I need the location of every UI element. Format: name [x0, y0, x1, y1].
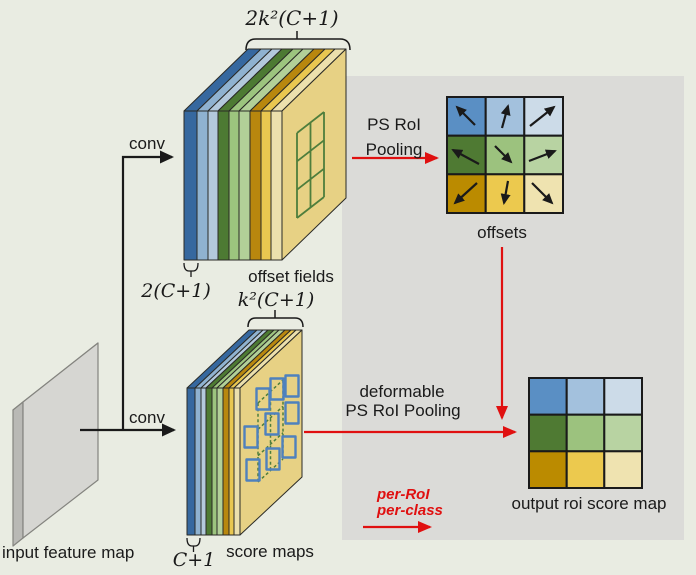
deformable-label-2: PS RoI Pooling	[345, 401, 460, 420]
per-roi-label: per-RoI	[376, 486, 430, 503]
slab-side-face	[12, 401, 24, 547]
brace-offset-depth	[183, 262, 199, 277]
layer-strip-front	[207, 110, 219, 261]
offsets-label: offsets	[477, 223, 527, 242]
score-maps-label: score maps	[226, 542, 314, 561]
offset-depth-label: 2(C+1)	[140, 280, 210, 302]
layer-strip-front	[249, 110, 262, 261]
deformed-bin-icon	[284, 401, 300, 425]
layer-strip-front	[238, 110, 251, 261]
deformed-bin-icon	[245, 458, 261, 482]
output-cell	[603, 377, 643, 416]
roi-grid-icon	[296, 111, 325, 219]
deformed-bin-icon	[281, 435, 297, 459]
output-cell	[528, 413, 568, 453]
deformed-bin-icon	[265, 447, 281, 471]
offset-arrow-left	[451, 149, 480, 165]
output-cell	[603, 450, 643, 489]
layer-strip-front	[183, 110, 198, 261]
brace-top-channels	[245, 31, 351, 51]
offset-arrow-down	[500, 180, 511, 205]
layer-strip-front	[205, 387, 213, 536]
offset-arrow-down-right	[531, 182, 554, 205]
layer-strip-front	[216, 387, 224, 536]
output-cell	[528, 377, 568, 416]
score-depth-label: C+1	[173, 549, 216, 571]
layer-strip-front	[270, 110, 283, 261]
top-stack-channels-label: 2k²(C+1)	[244, 6, 338, 30]
per-class-label: per-class	[376, 502, 443, 519]
offset-fields-stack	[183, 48, 347, 261]
red-arrows	[304, 152, 517, 533]
ps-roi-pooling-label-1: PS RoI	[367, 115, 421, 134]
offset-arrow-right	[528, 149, 557, 163]
layer-strip-front	[196, 110, 209, 261]
offset-fields-label: offset fields	[248, 267, 334, 286]
layer-strip-front	[186, 387, 196, 536]
offset-arrow-down-right	[494, 145, 513, 164]
output-cell	[565, 377, 606, 416]
layer-strip-front	[228, 387, 235, 536]
deformed-bin-icon	[269, 377, 285, 401]
conv-arrow-top	[121, 150, 174, 430]
conv-arrows	[80, 150, 176, 437]
deformed-bin-icon	[264, 412, 280, 436]
layer-strip-front	[233, 387, 241, 536]
layer-strip-front	[228, 110, 240, 261]
layer-strip-front	[194, 387, 202, 536]
output-grid	[528, 377, 643, 489]
score-channels-label: k²(C+1)	[238, 289, 315, 311]
offset-arrow-up-left	[455, 105, 476, 126]
output-map-label: output roi score map	[512, 494, 667, 513]
conv-top-label: conv	[129, 134, 165, 153]
layer-strip-front	[211, 387, 218, 536]
conv-bottom-label: conv	[129, 408, 165, 427]
layer-strip-front	[217, 110, 230, 261]
deformed-bins	[243, 374, 300, 482]
input-feature-map-label: input feature map	[2, 543, 134, 562]
output-cell	[528, 450, 568, 489]
output-cell	[565, 450, 606, 489]
output-cell	[565, 413, 606, 453]
ps-roi-pooling-label-2: Pooling	[366, 140, 423, 159]
score-maps-stack	[186, 329, 303, 536]
offset-arrow-down-left	[453, 182, 478, 205]
output-cell	[603, 413, 643, 453]
slab-front-face	[22, 342, 99, 539]
layer-strip-front	[260, 110, 272, 261]
offset-arrow-up-right	[529, 105, 556, 127]
brace-score-channels	[247, 310, 304, 328]
offsets-cell	[446, 134, 487, 176]
deformable-label-1: deformable	[359, 382, 444, 401]
deformed-bin-icon	[243, 425, 259, 449]
layer-strip-front	[200, 387, 207, 536]
layer-strip-front	[222, 387, 230, 536]
brace-score-depth	[186, 537, 201, 552]
offset-fields-face	[281, 48, 347, 261]
input-feature-map	[12, 342, 99, 547]
offset-arrow-up	[500, 104, 511, 129]
deformed-bin-icon	[284, 374, 300, 398]
offset-vectors	[451, 104, 557, 205]
